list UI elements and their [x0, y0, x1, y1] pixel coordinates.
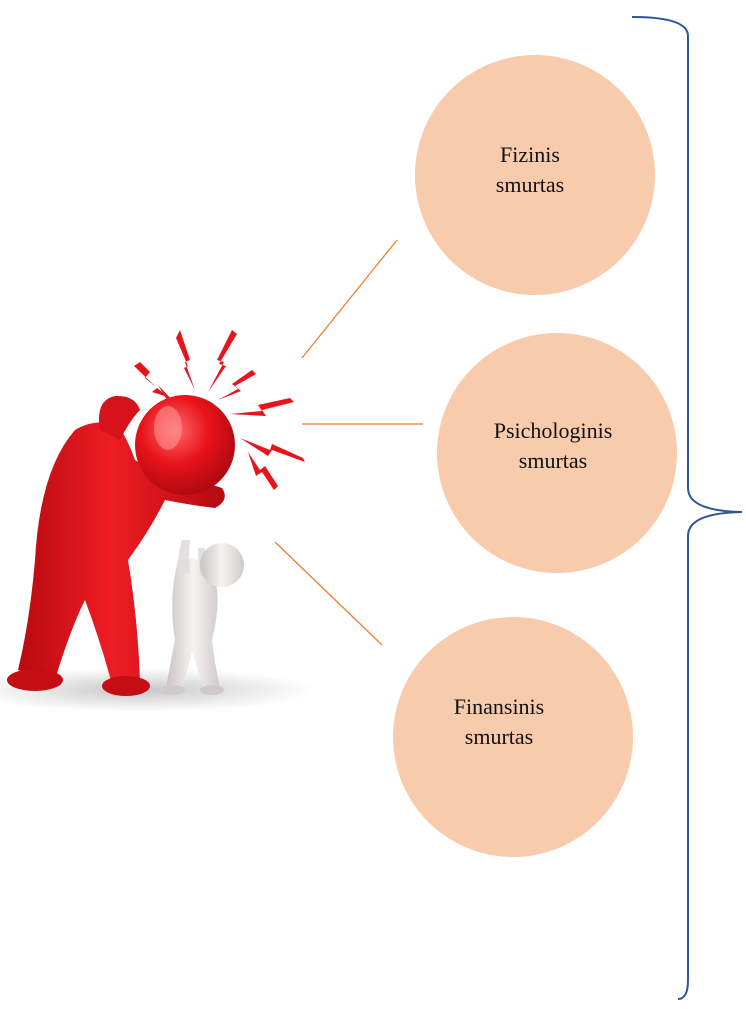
category-label-fizinis: Fizinis smurtas	[495, 142, 565, 197]
category-circle-fizinis: Fizinis smurtas	[415, 55, 655, 295]
angry-red-figure-yelling-at-small-white-figure-icon	[0, 330, 315, 712]
category-label-finansinis: Finansinis smurtas	[453, 694, 545, 749]
category-circle-psichologinis: Psichologinis smurtas	[437, 333, 677, 573]
category-label-psichologinis: Psichologinis smurtas	[493, 418, 613, 473]
category-circle-finansinis: Finansinis smurtas	[393, 617, 633, 857]
curly-brace	[631, 16, 743, 1000]
connector-line-finansinis	[274, 541, 383, 646]
connector-line-fizinis	[301, 239, 398, 359]
